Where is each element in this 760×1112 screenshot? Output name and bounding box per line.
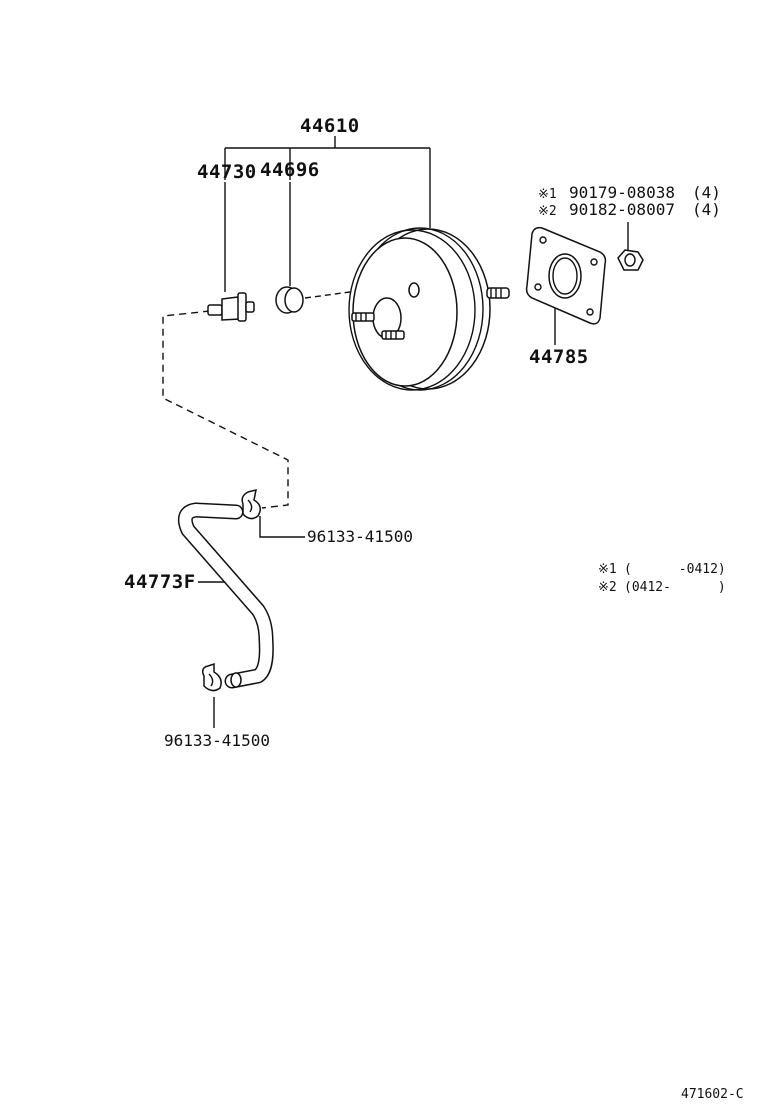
grommet-shape	[275, 286, 351, 314]
label-clip-lower: 96133-41500	[164, 731, 270, 750]
note-mark-1: ※1	[598, 562, 617, 577]
label-nut-option-1: 90179-08038	[569, 183, 675, 202]
label-44696: 44696	[260, 159, 320, 181]
vacuum-connection-path	[162, 310, 289, 509]
figure-code: 471602-C	[681, 1087, 744, 1102]
gasket-shape	[525, 226, 607, 325]
hose-clip-upper-shape	[241, 488, 261, 520]
nut-shape	[617, 249, 644, 271]
label-clip-upper: 96133-41500	[307, 527, 413, 546]
brake-booster-shape	[348, 227, 510, 391]
leader-lines	[198, 136, 629, 728]
label-44610: 44610	[300, 115, 360, 137]
note-range-1: ( -0412)	[624, 562, 726, 577]
note-range-2: (0412- )	[624, 580, 726, 595]
vacuum-hose-shape	[177, 502, 274, 689]
label-nut-option-2: 90182-08007	[569, 200, 675, 219]
check-valve-shape	[207, 292, 255, 322]
qty-nut-option-2: (4)	[692, 200, 721, 219]
mark-option-2: ※2	[538, 204, 557, 219]
label-44730: 44730	[197, 161, 257, 183]
qty-nut-option-1: (4)	[692, 183, 721, 202]
hose-clip-lower-shape	[201, 662, 222, 692]
note-mark-2: ※2	[598, 580, 617, 595]
label-44785: 44785	[529, 346, 589, 368]
label-44773f: 44773F	[124, 571, 196, 593]
mark-option-1: ※1	[538, 187, 557, 202]
